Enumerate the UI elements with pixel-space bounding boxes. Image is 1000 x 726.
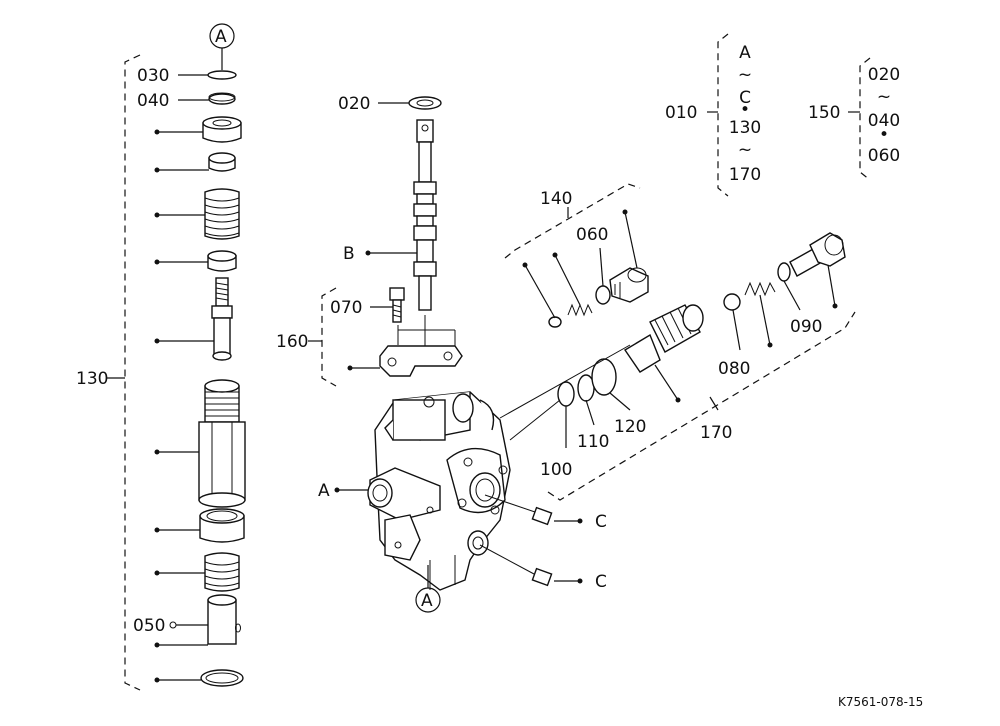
label-010: 010	[665, 103, 697, 123]
group-010-item-1: ~	[738, 65, 752, 85]
part-c-plug-lower: C	[479, 544, 607, 592]
part-050-plunger: 050	[133, 594, 241, 648]
part-090-oring: 090	[777, 262, 822, 337]
part-170-plug	[789, 232, 846, 309]
part-070-bolt: 070	[330, 287, 405, 323]
label-b: B	[343, 244, 355, 264]
part-upper-spring	[154, 188, 240, 240]
part-170-spring	[744, 281, 776, 348]
label-170: 170	[700, 423, 732, 443]
group-010-item-6: 170	[729, 165, 761, 185]
label-100: 100	[540, 460, 572, 480]
part-030-oring: 030	[137, 66, 237, 86]
part-060-oring: 060	[576, 225, 611, 305]
group-150-item-1: ~	[877, 87, 891, 107]
callout-a-side: A	[318, 481, 368, 501]
label-050: 050	[133, 616, 165, 636]
group-150-item-4: 060	[868, 146, 900, 166]
part-100-ring: 100	[540, 381, 575, 480]
label-160: 160	[276, 332, 308, 352]
label-c-lower: C	[595, 572, 607, 592]
part-snap-ring	[154, 669, 244, 687]
circle-a-bottom: A	[415, 565, 441, 613]
label-120: 120	[614, 417, 646, 437]
part-cap	[154, 116, 242, 143]
group-010-item-4: 130	[729, 118, 761, 138]
label-090: 090	[790, 317, 822, 337]
label-140: 140	[540, 189, 572, 209]
label-060: 060	[576, 225, 608, 245]
group-150-item-3: •	[879, 125, 889, 145]
part-lower-spring	[154, 552, 240, 592]
group-010: 010 A ~ C • 130 ~ 170	[665, 33, 761, 197]
part-140-plug	[609, 209, 649, 303]
group-150-item-2: 040	[868, 111, 900, 131]
part-140-poppet	[522, 262, 562, 328]
part-plate	[347, 315, 463, 377]
label-020: 020	[338, 94, 370, 114]
group-150: 150 020 ~ 040 • 060	[808, 57, 900, 181]
circle-a-top: A	[209, 23, 235, 70]
part-040-ring: 040	[137, 91, 236, 111]
figure-code: K7561-078-15	[838, 695, 923, 709]
part-cylinder-housing	[154, 379, 246, 508]
label-c-upper: C	[595, 512, 607, 532]
bracket-170: 170	[547, 311, 856, 501]
label-080: 080	[718, 359, 750, 379]
part-120-oring: 120	[591, 358, 646, 437]
part-020-seal: 020	[338, 94, 442, 114]
part-c-plug-upper: C	[484, 494, 607, 532]
label-040: 040	[137, 91, 169, 111]
part-080-ball: 080	[718, 293, 750, 379]
label-150: 150	[808, 103, 840, 123]
part-valve-body	[367, 391, 511, 591]
label-030: 030	[137, 66, 169, 86]
bracket-130: 130	[76, 54, 141, 691]
group-010-item-3: •	[740, 100, 750, 120]
label-a-side: A	[318, 481, 330, 501]
circle-a-top-letter: A	[215, 27, 227, 47]
label-110: 110	[577, 432, 609, 452]
part-140-spring	[552, 252, 593, 317]
group-150-item-0: 020	[868, 65, 900, 85]
circle-a-bottom-letter: A	[421, 591, 433, 611]
part-sleeve	[154, 508, 245, 543]
part-170-cartridge	[624, 304, 704, 403]
part-spring-seat	[154, 152, 236, 173]
group-010-item-5: ~	[738, 140, 752, 160]
part-spool: B	[343, 119, 437, 311]
bracket-160: 160	[276, 287, 337, 387]
part-stem-bolt	[154, 277, 233, 361]
part-retainer	[154, 250, 237, 272]
label-070: 070	[330, 298, 362, 318]
label-130: 130	[76, 369, 108, 389]
part-110-oring: 110	[577, 374, 609, 452]
assembly-lines	[499, 344, 631, 441]
bracket-140: 140	[504, 183, 641, 259]
group-010-item-2: C	[739, 88, 751, 108]
group-010-item-0: A	[739, 43, 751, 63]
